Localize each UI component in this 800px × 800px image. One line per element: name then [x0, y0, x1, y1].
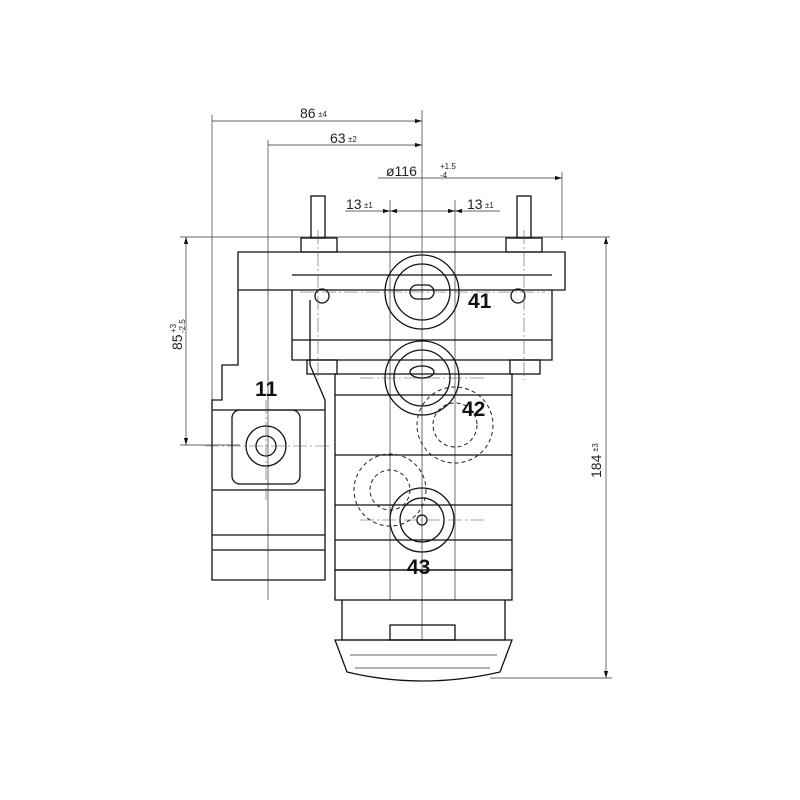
- port-label-43: 43: [407, 556, 430, 579]
- dim-13-left-tol: ±1: [364, 201, 373, 210]
- dim-85: 85: [169, 334, 185, 350]
- dim-86-tol: ±4: [318, 110, 327, 119]
- dim-13-left: 13: [346, 196, 362, 212]
- dim-116-tol-upper: +1.5: [440, 162, 456, 171]
- dim-85-tol-lower: -2.5: [178, 319, 187, 333]
- dim-13-right: 13: [467, 196, 483, 212]
- dim-184: 184: [588, 454, 604, 478]
- dim-63-tol: ±2: [348, 135, 357, 144]
- port-label-42: 42: [462, 398, 485, 421]
- dimension-lines: [180, 110, 612, 679]
- dim-86: 86: [300, 105, 316, 121]
- port-label-41: 41: [468, 290, 492, 313]
- port-label-11: 11: [255, 378, 278, 401]
- dim-85-tol-upper: +3: [169, 323, 178, 333]
- valve-body: [205, 195, 566, 682]
- dim-184-tol: ±3: [591, 443, 600, 452]
- dim-13-right-tol: ±1: [485, 201, 494, 210]
- dim-116-tol-lower: -4: [440, 171, 448, 180]
- dim-116: ø116: [386, 163, 417, 179]
- dim-63: 63: [330, 130, 346, 146]
